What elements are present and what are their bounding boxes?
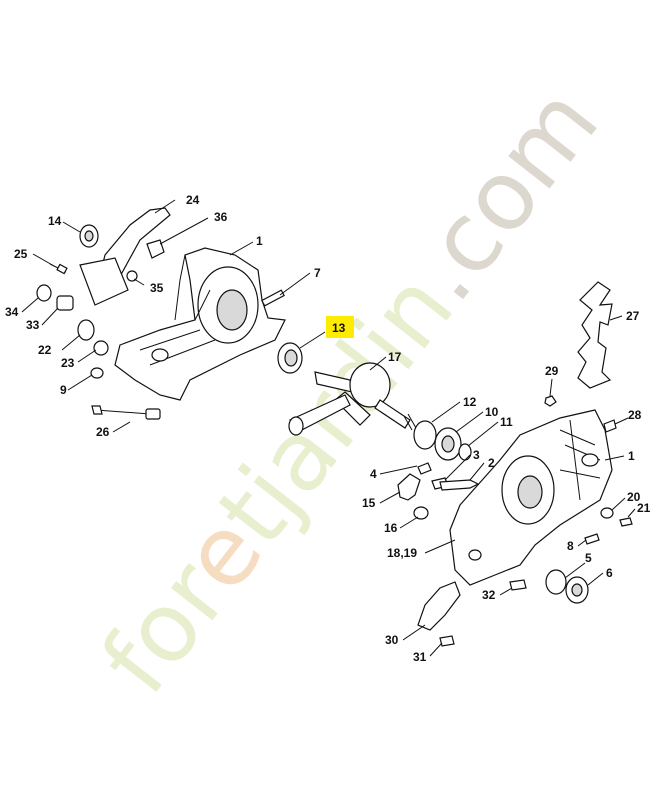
label-30[interactable]: 30	[385, 633, 399, 647]
label-34[interactable]: 34	[5, 305, 19, 319]
label-7[interactable]: 7	[314, 266, 321, 280]
part-4-screw	[417, 462, 432, 475]
label-1-right[interactable]: 1	[628, 449, 635, 463]
part-17-crankshaft	[288, 362, 417, 436]
part-22-bearing	[77, 319, 95, 341]
part-29-nut	[544, 395, 557, 407]
part-9-plug	[90, 367, 104, 379]
label-6[interactable]: 6	[606, 566, 613, 580]
part-15-hose	[397, 473, 421, 501]
label-27[interactable]: 27	[626, 309, 640, 323]
part-10-bearing	[434, 427, 462, 461]
part-7-pin	[261, 289, 285, 307]
part-23-ring	[93, 340, 109, 356]
label-1[interactable]: 1	[256, 234, 263, 248]
label-36[interactable]: 36	[214, 210, 228, 224]
label-4[interactable]: 4	[370, 467, 377, 481]
part-30-plate	[417, 581, 461, 631]
label-13-highlight	[326, 316, 354, 338]
label-11[interactable]: 11	[500, 415, 513, 429]
label-23[interactable]: 23	[61, 356, 75, 370]
right-crankcase-half	[449, 409, 613, 586]
part-21-screw	[619, 517, 633, 527]
label-22[interactable]: 22	[38, 343, 52, 357]
leader-lines	[21, 199, 636, 657]
label-15[interactable]: 15	[362, 496, 376, 510]
label-9[interactable]: 9	[60, 383, 67, 397]
part-32-screw	[509, 579, 527, 591]
label-28[interactable]: 28	[628, 408, 642, 422]
part-8-screw	[584, 533, 600, 545]
label-32[interactable]: 32	[482, 588, 496, 602]
label-17[interactable]: 17	[388, 350, 402, 364]
part-labels: 24 14 36 1 25 7 35 34 33 13 22 17 23 27 …	[5, 193, 651, 664]
label-29[interactable]: 29	[545, 364, 559, 378]
label-3[interactable]: 3	[473, 448, 480, 462]
part-36-clamp	[146, 239, 165, 259]
label-26[interactable]: 26	[96, 425, 110, 439]
label-8[interactable]: 8	[567, 539, 574, 553]
part-16-filter	[413, 506, 429, 520]
part-11-seal	[458, 443, 472, 461]
part-27-chain-catcher	[577, 281, 613, 389]
part-2-pipe	[439, 479, 480, 491]
part-26-bolt	[91, 405, 161, 420]
part-13-bearing	[277, 342, 303, 374]
part-35-nut	[126, 270, 138, 282]
label-25[interactable]: 25	[14, 247, 28, 261]
label-10[interactable]: 10	[485, 405, 499, 419]
label-12[interactable]: 12	[463, 395, 477, 409]
label-5[interactable]: 5	[585, 551, 592, 565]
label-24[interactable]: 24	[186, 193, 200, 207]
part-33-buffer	[56, 295, 74, 311]
label-20[interactable]: 20	[627, 490, 641, 504]
part-chute	[79, 257, 129, 306]
label-16[interactable]: 16	[384, 521, 398, 535]
part-12-ring	[413, 420, 437, 450]
part-31-screw	[439, 635, 455, 647]
part-34-buffer	[36, 284, 52, 302]
part-5-ring	[545, 569, 567, 595]
label-35[interactable]: 35	[150, 281, 164, 295]
label-21[interactable]: 21	[637, 501, 651, 515]
label-14[interactable]: 14	[48, 214, 62, 228]
label-18-19[interactable]: 18,19	[387, 546, 417, 560]
part-28-bolt	[603, 419, 617, 433]
label-13[interactable]: 13	[332, 321, 346, 335]
label-31[interactable]: 31	[413, 650, 427, 664]
label-2[interactable]: 2	[488, 456, 495, 470]
part-6-seal	[565, 576, 589, 604]
left-crankcase-half	[114, 247, 286, 401]
part-20-buffer	[600, 507, 614, 519]
label-33[interactable]: 33	[26, 318, 40, 332]
